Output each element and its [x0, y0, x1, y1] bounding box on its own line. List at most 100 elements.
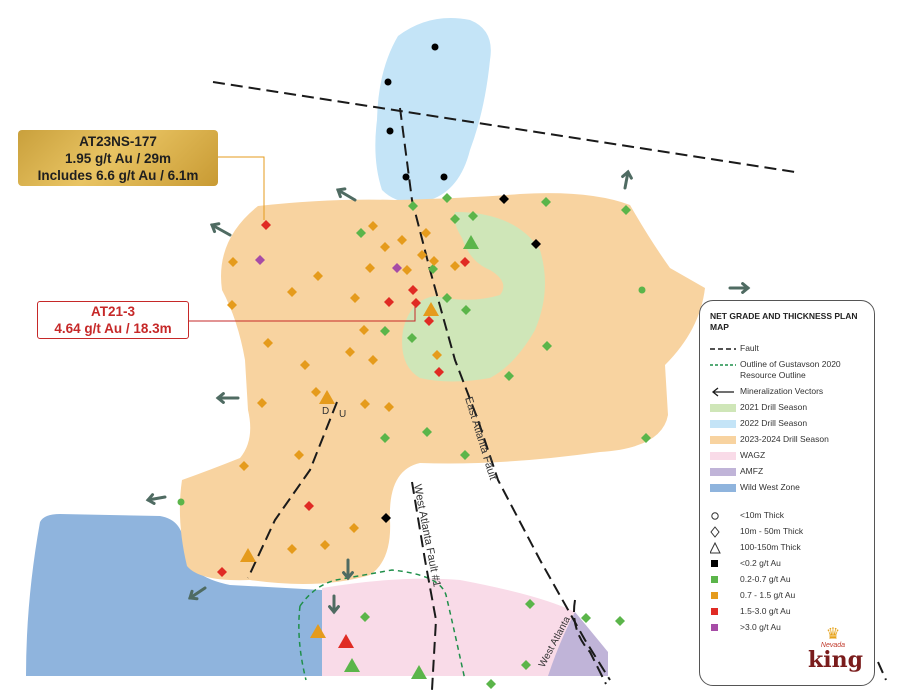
drill-hole-diamond-0.2-0.7 [442, 293, 452, 303]
swatch-wild-west [710, 483, 736, 492]
legend-panel: NET GRADE AND THICKNESS PLAN MAP Fault O… [699, 300, 875, 686]
legend-g2: 0.2-0.7 g/t Au [710, 574, 866, 585]
drill-hole-diamond-0.2-0.7 [504, 371, 514, 381]
drill-hole-diamond-0.7-1.5 [239, 461, 249, 471]
legend-vectors: Mineralization Vectors [710, 386, 866, 397]
drill-hole-diamond-0.7-1.5 [300, 360, 310, 370]
legend-2023-label: 2023-2024 Drill Season [740, 434, 829, 444]
legend-fault-label: Fault [740, 343, 759, 353]
gustavson-resource-outline [299, 569, 466, 681]
drill-hole-diamond-0.2-0.7 [460, 450, 470, 460]
drill-hole-diamond-0.2-0.7 [621, 205, 631, 215]
drill-hole-diamond-0.2-0.7 [615, 616, 625, 626]
legend-2021: 2021 Drill Season [710, 402, 866, 413]
east-atlanta-fault-line [399, 107, 611, 681]
gold-callout-includes: Includes 6.6 g/t Au / 6.1m [37, 168, 199, 183]
mineralization-vector-arrow-icon [342, 558, 354, 581]
drill-hole-diamond-1.5-3.0 [304, 501, 314, 511]
legend-g5-label: >3.0 g/t Au [740, 622, 781, 632]
wild-west-zone [26, 514, 322, 676]
legend-g4: 1.5-3.0 g/t Au [710, 606, 866, 617]
drill-hole-diamond-0.7-1.5 [450, 261, 460, 271]
drill-hole-diamond-0.7-1.5 [432, 350, 442, 360]
legend-fault: Fault [710, 343, 866, 354]
drill-hole-diamond-0.7-1.5 [313, 271, 323, 281]
crown-icon: ♛ [825, 626, 841, 643]
drill-hole-triangle-0.7-1.5 [310, 624, 326, 638]
legend-2023: 2023-2024 Drill Season [710, 434, 866, 445]
drill-hole-diamond-0.7-1.5 [368, 221, 378, 231]
mineralization-vector-arrow-icon [188, 586, 207, 601]
swatch-2022 [710, 419, 736, 428]
legend-thick-label: 100-150m Thick [740, 542, 801, 552]
swatch-amfz [710, 467, 736, 476]
mineralization-vector-arrow-icon [621, 169, 633, 190]
legend-mid: 10m - 50m Thick [710, 525, 866, 538]
legend-thin: <10m Thick [710, 510, 866, 521]
legend-thick: 100-150m Thick [710, 541, 866, 553]
drill-hole-diamond-0.7-1.5 [417, 250, 427, 260]
drill-hole-diamond-0.7-1.5 [320, 540, 330, 550]
drill-hole-diamond-0.7-1.5 [360, 399, 370, 409]
grade-black-swatch [711, 560, 718, 567]
drill-hole-diamond-1.5-3.0 [460, 257, 470, 267]
legend-wild-west-label: Wild West Zone [740, 482, 800, 492]
drill-hole-circle-lt-0.2 [402, 173, 410, 181]
logo-nevada-text: Nevada [820, 642, 846, 649]
drill-hole-triangle-0.7-1.5 [423, 302, 439, 316]
drill-hole-circle-lt-0.2 [440, 173, 448, 181]
drill-hole-diamond-0.2-0.7 [360, 612, 370, 622]
legend-title: NET GRADE AND THICKNESS PLAN MAP [710, 311, 858, 332]
drill-hole-diamond-0.7-1.5 [294, 450, 304, 460]
swatch-wagz [710, 451, 736, 460]
gold-callout-box: AT23NS-177 1.95 g/t Au / 29m Includes 6.… [18, 130, 218, 186]
mineralization-vector-arrow-icon [215, 392, 240, 404]
drill-hole-diamond-0.7-1.5 [287, 287, 297, 297]
grade-green-swatch [711, 576, 718, 583]
drill-hole-diamond-0.2-0.7 [407, 333, 417, 343]
drill-hole-circle-0.2-0.7 [638, 286, 646, 294]
gold-callout-title: AT23NS-177 [79, 134, 157, 149]
season-2023-zone [179, 193, 706, 584]
drill-hole-diamond-1.5-3.0 [411, 298, 421, 308]
grade-orange-swatch [711, 592, 718, 599]
drill-hole-diamond-0.7-1.5 [429, 256, 439, 266]
drill-hole-diamond-lt-0.2 [381, 513, 391, 523]
d-label: D [322, 406, 329, 417]
gustavson-outline-left [298, 605, 307, 681]
legend-g2-label: 0.2-0.7 g/t Au [740, 574, 791, 584]
drill-hole-diamond-0.7-1.5 [228, 257, 238, 267]
drill-hole-diamond-0.2-0.7 [356, 228, 366, 238]
drill-hole-triangle-0.2-0.7 [463, 235, 479, 249]
drill-hole-diamond-0.7-1.5 [345, 347, 355, 357]
gold-callout-grade: 1.95 g/t Au / 29m [64, 151, 172, 166]
drill-hole-diamond-0.7-1.5 [368, 355, 378, 365]
legend-g5: >3.0 g/t Au [710, 622, 866, 633]
drill-hole-diamond-0.7-1.5 [311, 387, 321, 397]
legend-g4-label: 1.5-3.0 g/t Au [740, 606, 791, 616]
regional-fault-line [212, 81, 796, 173]
dashed-outline-icon [710, 359, 740, 370]
drill-hole-diamond-0.2-0.7 [408, 201, 418, 211]
mineralization-vector-arrow-icon [728, 282, 751, 294]
drill-hole-diamond-0.7-1.5 [380, 242, 390, 252]
gold-callout-leader [218, 156, 265, 220]
logo-king-text: king [808, 647, 863, 673]
drill-hole-diamond-0.2-0.7 [468, 211, 478, 221]
season-2022-zone [375, 18, 491, 203]
drill-hole-diamond-0.2-0.7 [581, 613, 591, 623]
legend-g1-label: <0.2 g/t Au [740, 558, 781, 568]
drill-hole-circle-lt-0.2 [386, 127, 394, 135]
fault-line-icon [710, 343, 740, 354]
drill-hole-diamond-gt-3.0 [255, 255, 265, 265]
wagz-zone [322, 578, 575, 676]
drill-hole-diamond-gt-3.0 [392, 263, 402, 273]
drill-hole-diamond-0.7-1.5 [402, 265, 412, 275]
drill-hole-triangle-1.5-3.0 [338, 634, 354, 648]
drill-hole-diamond-0.2-0.7 [461, 305, 471, 315]
d-u-fault-line [247, 401, 338, 579]
red-callout-box: AT21-3 4.64 g/t Au / 18.3m [37, 301, 189, 339]
drill-hole-diamond-0.2-0.7 [380, 326, 390, 336]
diamond-icon [710, 525, 740, 538]
